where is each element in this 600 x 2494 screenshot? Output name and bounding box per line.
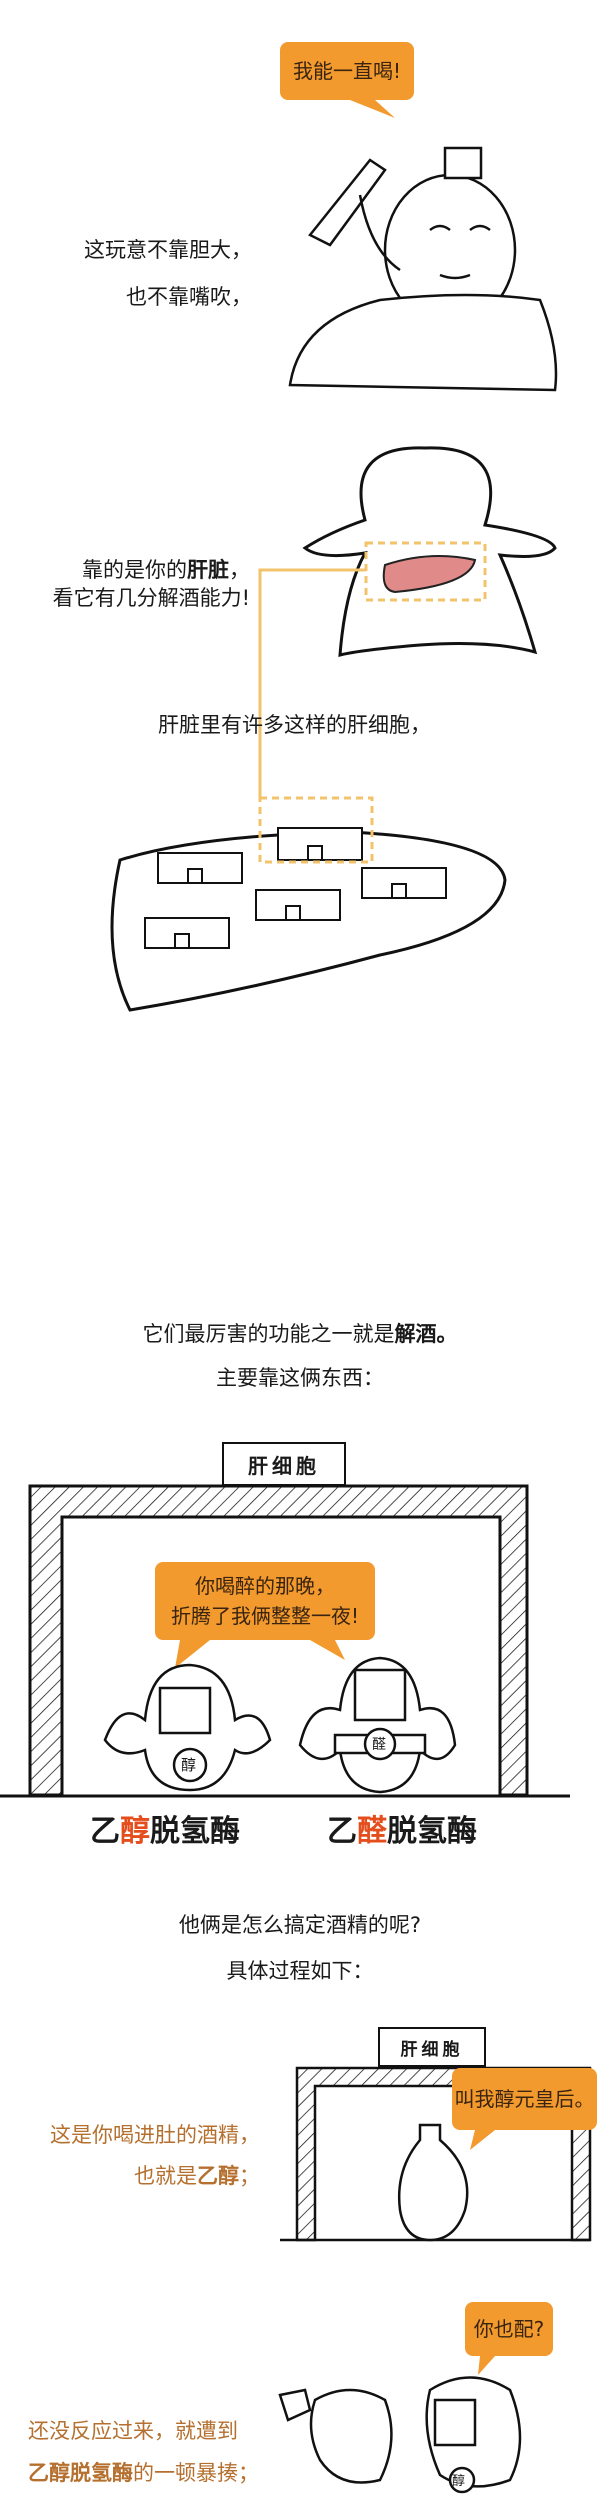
caption-line: 具体过程如下： — [226, 1959, 374, 1983]
badge-alcohol: 醇 — [452, 2474, 466, 2489]
caption-bold: 解酒。 — [394, 1322, 458, 1346]
caption-line: 这玩意不靠胆大， — [84, 238, 252, 262]
liver-icon — [382, 555, 477, 594]
badge-aldehyde: 醛 — [372, 1737, 386, 1753]
caption-text: 的一顿暴揍； — [133, 2461, 259, 2485]
speech-bubble-enzymes: 你喝醉的那晚， 折腾了我俩整整一夜! — [155, 1562, 375, 1640]
caption-text: ， — [229, 558, 250, 582]
label-text: 乙 — [327, 1814, 357, 1849]
caption-line: 这是你喝进肚的酒精， — [50, 2123, 260, 2147]
liver-cell-sign: 肝细胞 — [378, 2027, 486, 2067]
fight-illustration — [278, 2376, 522, 2494]
caption-text: 靠的是你的 — [82, 558, 187, 582]
caption-line: 乙醇脱氢酶的一顿暴揍； — [28, 2459, 259, 2487]
caption-line: 看它有几分解酒能力! — [52, 586, 250, 610]
label-highlight: 醇 — [120, 1814, 150, 1849]
bubble-text: 叫我醇元皇后。 — [454, 2087, 595, 2111]
bubble-text: 折腾了我俩整整一夜! — [170, 1604, 360, 1628]
caption-line: 还没反应过来，就遭到 — [28, 2419, 238, 2443]
caption-line: 也就是乙醇； — [0, 2162, 260, 2190]
caption-text: 它们最厉害的功能之一就是 — [142, 1322, 395, 1346]
liver-cell-room — [0, 1484, 570, 1798]
caption-bold: 肝脏 — [187, 558, 229, 582]
caption-text: 也就是 — [134, 2164, 197, 2188]
caption-line: 它们最厉害的功能之一就是解酒。 — [0, 1320, 600, 1348]
bubble-text: 你也配? — [473, 2317, 545, 2341]
label-highlight: 醛 — [357, 1814, 387, 1849]
bubble-text: 你喝醉的那晚， — [195, 1574, 335, 1598]
label-text: 乙 — [90, 1814, 120, 1849]
bubble-text: 我能一直喝! — [292, 59, 402, 83]
caption-line: 肝脏里有许多这样的肝细胞， — [158, 713, 431, 737]
badge-alcohol: 醇 — [181, 1756, 197, 1774]
speech-bubble-alcohol: 叫我醇元皇后。 — [452, 2068, 597, 2130]
drunk-man-illustration — [288, 100, 558, 392]
caption-bold: 乙醇脱氢酶 — [28, 2461, 133, 2485]
caption-line: 也不靠嘴吹， — [126, 285, 252, 309]
caption-line: 靠的是你的肝脏， — [0, 556, 250, 584]
speech-bubble-enzyme: 你也配? — [465, 2302, 553, 2356]
speech-bubble-drinker: 我能一直喝! — [280, 42, 414, 100]
caption-line: 主要靠这俩东西： — [216, 1366, 384, 1390]
caption-bold: 乙醇 — [197, 2164, 239, 2188]
liver-diagram — [110, 446, 557, 1012]
caption-text: ； — [239, 2164, 260, 2188]
label-aldehyde-dehydrogenase: 乙醛脱氢酶 — [327, 1806, 477, 1850]
liver-cells — [144, 827, 447, 949]
label-alcohol-dehydrogenase: 乙醇脱氢酶 — [90, 1806, 240, 1850]
liver-cell-sign: 肝细胞 — [222, 1442, 346, 1486]
label-text: 脱氢酶 — [150, 1814, 240, 1849]
label-text: 脱氢酶 — [387, 1814, 477, 1849]
caption-line: 他俩是怎么搞定酒精的呢? — [178, 1913, 422, 1937]
